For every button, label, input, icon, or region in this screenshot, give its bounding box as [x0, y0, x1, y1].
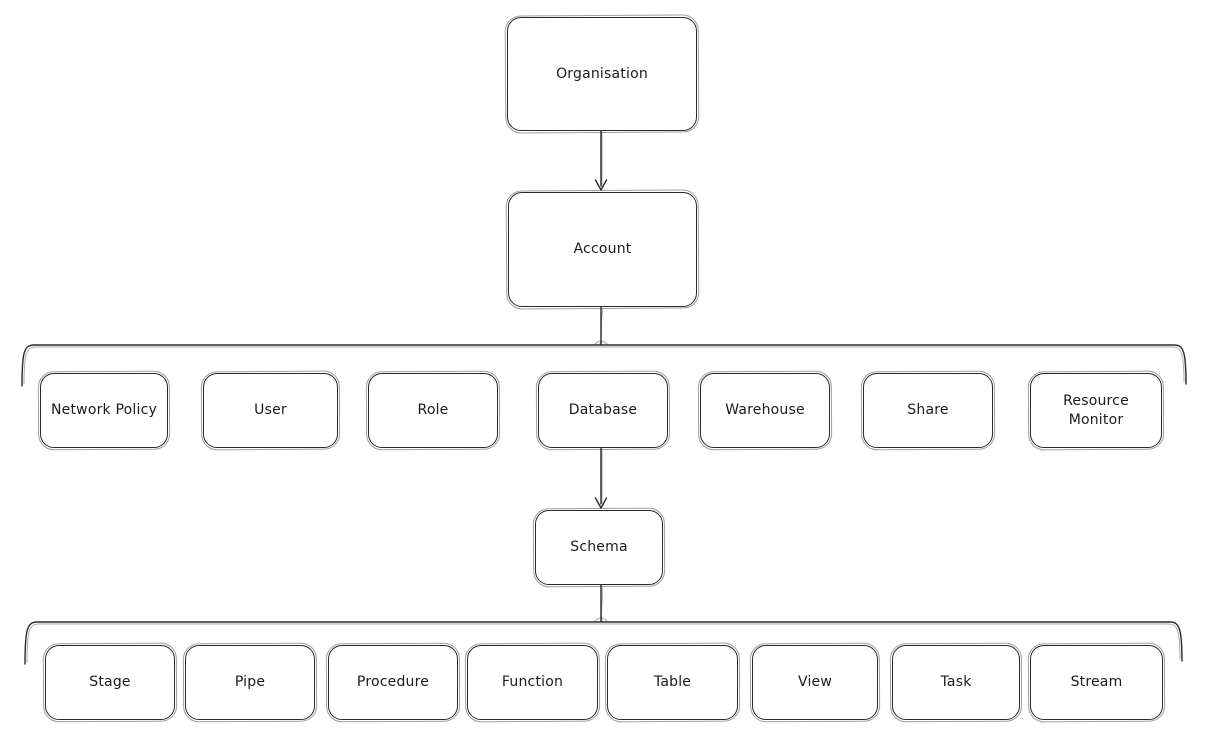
node-role: Role	[368, 373, 498, 448]
node-procedure-label: Procedure	[356, 674, 430, 691]
node-schema-label: Schema	[570, 539, 628, 556]
node-procedure: Procedure	[328, 645, 458, 720]
node-user: User	[203, 373, 338, 448]
connector-schema-children-bracket	[24, 617, 1183, 665]
connector-schema-stem	[600, 584, 604, 622]
connector-account-children-bracket	[21, 340, 1187, 387]
node-stage: Stage	[45, 645, 175, 720]
node-network-policy-label: Network Policy	[51, 402, 157, 419]
node-task-label: Task	[940, 674, 972, 691]
node-account: Account	[508, 192, 697, 307]
node-database: Database	[538, 373, 668, 448]
node-view: View	[752, 645, 878, 720]
node-stage-label: Stage	[89, 674, 131, 691]
node-pipe-label: Pipe	[234, 674, 266, 691]
node-share-label: Share	[907, 402, 949, 419]
node-table: Table	[607, 645, 738, 720]
node-role-label: Role	[417, 402, 449, 419]
node-warehouse-label: Warehouse	[725, 402, 805, 419]
node-database-label: Database	[568, 402, 638, 419]
node-resource-monitor-label: Resource Monitor	[1063, 392, 1129, 428]
node-organisation: Organisation	[507, 17, 697, 131]
node-user-label: User	[254, 402, 287, 419]
node-organisation-label: Organisation	[556, 65, 648, 82]
node-resource-monitor: Resource Monitor	[1030, 373, 1162, 448]
node-warehouse: Warehouse	[700, 373, 830, 448]
node-view-label: View	[797, 674, 833, 691]
node-function-label: Function	[501, 674, 564, 691]
node-network-policy: Network Policy	[40, 373, 168, 448]
node-task: Task	[892, 645, 1020, 720]
connector-account-stem	[599, 306, 604, 345]
node-schema: Schema	[535, 510, 663, 585]
node-table-label: Table	[653, 674, 692, 691]
node-pipe: Pipe	[185, 645, 315, 720]
node-account-label: Account	[573, 241, 632, 258]
node-function: Function	[467, 645, 598, 720]
node-stream: Stream	[1030, 645, 1163, 720]
node-stream-label: Stream	[1070, 674, 1123, 691]
arrow-database-schema	[594, 447, 608, 509]
arrow-organisation-account	[594, 130, 608, 191]
node-share: Share	[863, 373, 993, 448]
